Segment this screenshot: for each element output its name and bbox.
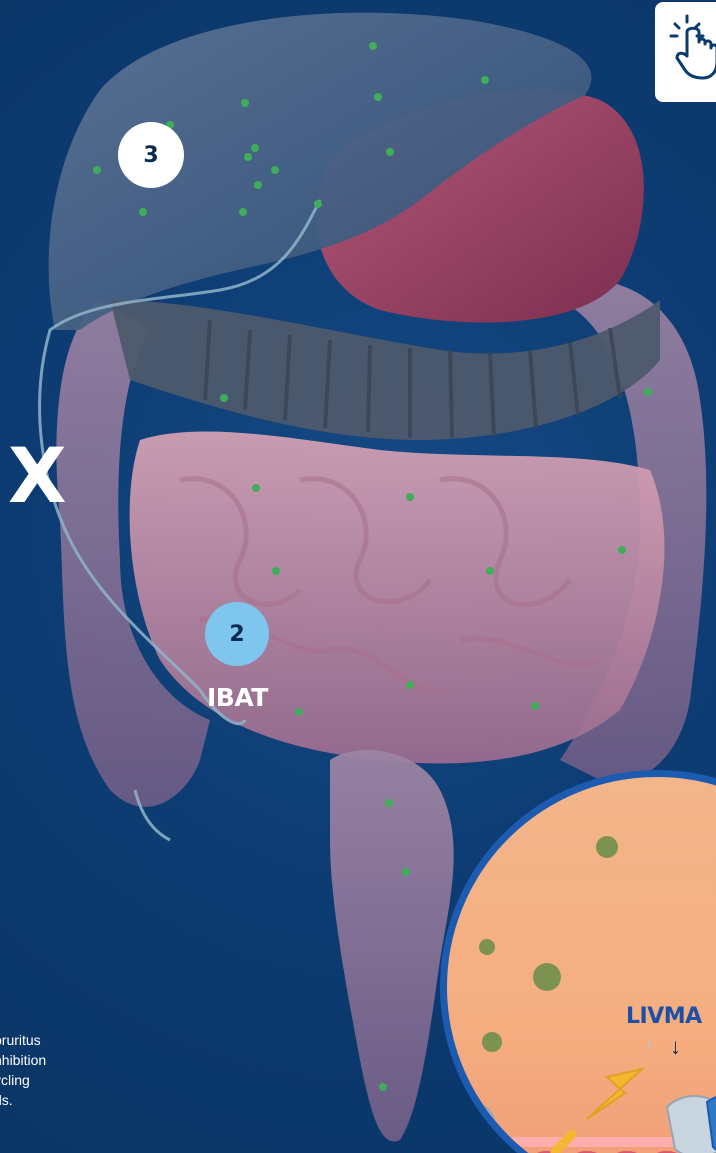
description-text: pruritus nhibition ycling ds. bbox=[0, 1030, 46, 1110]
description-line: ds. bbox=[0, 1090, 46, 1110]
magnified-cell-illustration bbox=[447, 777, 716, 1153]
liver-step-number: 3 bbox=[143, 143, 158, 168]
tap-interaction-button[interactable] bbox=[655, 2, 716, 102]
ibat-label: IBAT bbox=[207, 683, 268, 712]
down-arrow-dark: ↓ bbox=[670, 1036, 681, 1058]
magnified-view-circle bbox=[440, 770, 716, 1153]
ibat-step-number: 2 bbox=[229, 622, 244, 647]
blocked-pathway-mark: X bbox=[8, 438, 67, 514]
description-line: pruritus bbox=[0, 1030, 46, 1050]
hand-tap-icon bbox=[665, 12, 716, 82]
transverse-colon bbox=[110, 300, 660, 440]
down-arrow-faint: ↓ bbox=[645, 1034, 654, 1052]
description-line: ycling bbox=[0, 1070, 46, 1090]
liver-step-badge[interactable]: 3 bbox=[118, 122, 184, 188]
ibat-step-badge[interactable]: 2 bbox=[205, 602, 269, 666]
drug-label: LIVMA bbox=[626, 1004, 702, 1029]
rectum-shape bbox=[330, 750, 454, 1142]
description-line: nhibition bbox=[0, 1050, 46, 1070]
